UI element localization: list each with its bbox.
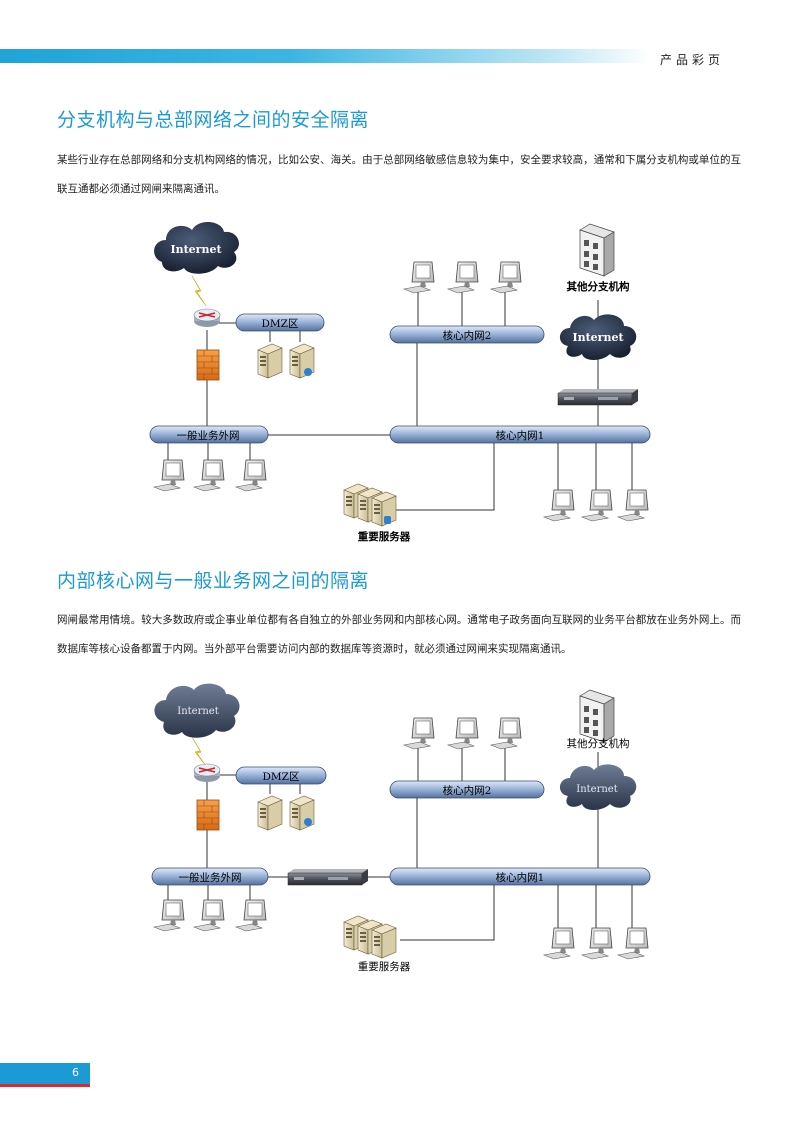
workstation-icon <box>581 489 613 522</box>
dmz-label: DMZ区 <box>263 771 300 783</box>
network-gap-device-icon <box>557 388 639 406</box>
general-net-label: 一般业务外网 <box>179 871 242 884</box>
internet-label: Internet <box>177 706 218 717</box>
general-net-label: 一般业务外网 <box>177 429 240 442</box>
workstation-icon <box>193 899 225 932</box>
section1-title: 分支机构与总部网络之间的安全隔离 <box>57 109 370 131</box>
workstation-icon <box>543 489 575 522</box>
workstation-icon <box>403 717 435 750</box>
firewall-icon <box>196 349 220 381</box>
section1-network-diagram: Internet DMZ区 一般业务外网 核心内网1 核心内网2 其他分支机构 … <box>149 221 651 543</box>
core-net1-label: 核心内网1 <box>496 429 545 442</box>
general-net-pipe: 一般业务外网 <box>151 867 269 886</box>
dmz-server-icon <box>257 343 283 379</box>
server-icon <box>371 923 397 959</box>
core-net1-label: 核心内网1 <box>496 871 545 884</box>
branch-label: 其他分支机构 <box>567 737 630 750</box>
section2-paragraph: 网闸最常用情境。较大多数政府或企事业单位都有各自独立的外部业务网和内部核心网。通… <box>57 614 741 655</box>
network-gap-device-icon <box>287 868 369 886</box>
section2-title: 内部核心网与一般业务网之间的隔离 <box>57 570 370 592</box>
internet-cloud-icon: Internet <box>559 764 637 810</box>
core-net1-pipe: 核心内网1 <box>389 425 651 444</box>
core-net2-pipe: 核心内网2 <box>389 780 545 799</box>
dmz-pipe: DMZ区 <box>235 313 325 332</box>
header-color-bar <box>0 49 650 63</box>
lightning-link-icon <box>191 736 207 767</box>
workstation-icon <box>193 459 225 492</box>
section1-paragraph: 某些行业存在总部网络和分支机构网络的情况，比如公安、海关。由于总部网络敏感信息较… <box>57 154 741 195</box>
core-net2-label: 核心内网2 <box>443 329 492 342</box>
branch-building-icon <box>579 689 615 743</box>
router-icon <box>193 763 221 783</box>
core-net2-pipe: 核心内网2 <box>389 325 545 344</box>
footer-red-line <box>0 1084 90 1087</box>
workstation-icon <box>490 717 522 750</box>
servers-label: 重要服务器 <box>358 530 411 543</box>
page-number: 6 <box>72 1066 79 1079</box>
lightning-link-icon <box>191 275 207 307</box>
internet-label: Internet <box>576 784 617 795</box>
section2-network-diagram: Internet DMZ区 一般业务外网 核心内网1 核心内网2 其他分支机构 … <box>151 683 651 973</box>
workstation-icon <box>153 459 185 492</box>
globe-icon <box>304 818 312 826</box>
header-label: 产品彩页 <box>660 53 725 67</box>
internet-cloud-icon: Internet <box>154 221 239 274</box>
servers-label: 重要服务器 <box>358 960 411 973</box>
core-net1-pipe: 核心内网1 <box>389 867 651 886</box>
firewall-icon <box>196 799 220 831</box>
workstation-icon <box>447 261 479 294</box>
internet-label: Internet <box>572 331 624 344</box>
workstation-icon <box>543 927 575 960</box>
dmz-server-icon <box>257 795 283 831</box>
workstation-icon <box>617 927 649 960</box>
workstation-icon <box>490 261 522 294</box>
internet-cloud-icon: Internet <box>559 314 637 360</box>
globe-icon <box>304 368 312 376</box>
workstation-icon <box>235 459 267 492</box>
internet-cloud-icon: Internet <box>154 683 240 738</box>
core-net2-label: 核心内网2 <box>443 784 492 797</box>
database-icon <box>384 516 391 524</box>
workstation-icon <box>403 261 435 294</box>
internet-label: Internet <box>170 243 222 256</box>
workstation-icon <box>447 717 479 750</box>
router-icon <box>193 308 221 328</box>
workstation-icon <box>617 489 649 522</box>
footer-page-box <box>0 1063 90 1084</box>
general-net-pipe: 一般业务外网 <box>149 425 269 444</box>
dmz-pipe: DMZ区 <box>235 766 327 785</box>
branch-label: 其他分支机构 <box>567 280 630 293</box>
workstation-icon <box>153 899 185 932</box>
workstation-icon <box>235 899 267 932</box>
workstation-icon <box>581 927 613 960</box>
branch-building-icon <box>579 223 615 277</box>
dmz-label: DMZ区 <box>262 318 299 330</box>
